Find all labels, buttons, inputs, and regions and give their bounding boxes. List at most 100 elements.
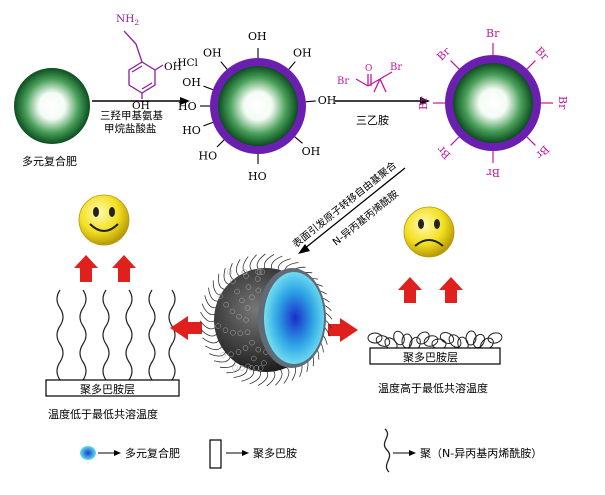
reagent-1-line-2: 甲烷盐酸盐: [104, 122, 157, 135]
texture-loop: [215, 323, 221, 329]
texture-loop: [241, 269, 247, 275]
hydroxyl-label: HO: [199, 149, 218, 162]
texture-loop: [239, 365, 245, 371]
texture-loop: [253, 365, 260, 371]
texture-loop: [249, 339, 255, 346]
hydroxyl-label: OH: [318, 94, 337, 107]
texture-loop: [232, 365, 238, 371]
hydroxyl-label: HO: [248, 170, 267, 183]
br-bond: [526, 60, 536, 70]
legend-layer-icon: [209, 439, 222, 469]
texture-loop: [239, 297, 245, 304]
surface-hair: [209, 350, 227, 357]
texture-loop: [255, 346, 262, 353]
texture-loop: [230, 329, 236, 336]
bromine-label: Br: [434, 143, 453, 162]
dopamine-oh-right: OH: [164, 61, 182, 73]
br-initiator-sphere: [445, 55, 541, 151]
release-arrows-left: [74, 255, 136, 282]
caption-above-lcst: 温度高于最低共溶温度: [378, 381, 488, 395]
nh2-label: NH2: [116, 13, 139, 27]
surface-hair: [229, 263, 236, 281]
bromine-label: Br: [486, 27, 500, 40]
surface-hair: [283, 365, 290, 384]
texture-loop: [243, 273, 249, 279]
caption-below-lcst: 温度低于最低共溶温度: [48, 407, 158, 421]
texture-loop: [228, 351, 234, 358]
pnipam-coil: [416, 331, 430, 345]
legend-polymer-label: 聚（N-异丙基丙烯酰胺）: [420, 446, 542, 460]
bromine-label: Br: [417, 96, 430, 110]
br-bond: [450, 136, 460, 146]
texture-loop: [237, 330, 244, 337]
pda-coated-sphere: [210, 58, 306, 154]
pnipam-chain: [148, 289, 156, 381]
pnipam-chain: [79, 289, 87, 381]
texture-loop: [249, 294, 255, 301]
bromine-label: Br: [533, 44, 552, 63]
texture-loop: [236, 313, 242, 320]
texture-loop: [222, 327, 229, 334]
hydroxyl-label: OH: [203, 46, 222, 59]
bromine-label: Br: [556, 96, 569, 110]
hydroxyl-label: OH: [182, 76, 201, 89]
legend-layer-label: 聚多巴胺: [253, 446, 297, 460]
br-bond: [526, 136, 536, 146]
pnipam-chain: [56, 289, 64, 381]
pnipam-coil: [375, 335, 391, 347]
reaction-arrow-2: [335, 97, 430, 105]
texture-loop: [223, 301, 229, 308]
texture-loop: [256, 269, 263, 275]
pnipam-chain: [102, 289, 110, 381]
reaction-arrow-1: [92, 97, 190, 105]
oh-bond: [288, 61, 296, 70]
oh-bond: [294, 136, 303, 144]
oh-bond: [305, 100, 316, 103]
surface-hair: [266, 369, 276, 387]
pnipam-chain: [125, 289, 133, 381]
hydroxyl-label: OH: [248, 30, 267, 43]
atrp-arrow: [298, 167, 406, 254]
reagent-1-text-b: 甲烷盐酸盐: [104, 122, 157, 135]
carbonyl-o: O: [365, 64, 372, 74]
pnipam-coil: [472, 333, 486, 349]
fertilizer-core-label: 多元复合肥: [22, 154, 77, 168]
texture-loop: [220, 352, 226, 358]
texture-loop: [234, 288, 240, 295]
surface-hair: [235, 259, 242, 278]
texture-loop: [230, 278, 236, 285]
arrow-right-icon: [328, 318, 358, 342]
surface-hair: [242, 256, 249, 275]
texture-loop: [248, 365, 254, 371]
bromine-label: Br: [486, 166, 500, 179]
sad-face-icon: [403, 206, 455, 258]
texture-loop: [242, 345, 249, 351]
atrp-label-2: N-异丙基丙烯酰胺: [330, 187, 401, 248]
oh-bond: [216, 139, 225, 148]
texture-loop: [217, 293, 224, 300]
bibb-structure: [355, 71, 393, 93]
oh-bond: [220, 61, 228, 70]
extended-pnipam-chains: [56, 289, 176, 381]
surface-hair: [213, 355, 232, 363]
pnipam-coil: [393, 330, 405, 346]
texture-loop: [243, 317, 249, 323]
pnipam-coil: [439, 332, 455, 344]
reagent-1-text-a: 三羟甲基氨基: [100, 109, 163, 122]
atrp-text-b: N-异丙基丙烯酰胺: [330, 187, 401, 248]
bibb-br-left: Br: [337, 76, 349, 87]
texture-loop: [261, 360, 267, 366]
pda-layer-right: [369, 347, 501, 365]
dopamine-structure: [123, 30, 164, 99]
pnipam-coil: [465, 330, 477, 346]
texture-loop: [235, 349, 242, 355]
texture-loop: [255, 287, 262, 294]
surface-hair: [202, 337, 221, 344]
pda-layer-left-label: 聚多巴胺层: [80, 382, 135, 396]
fertilizer-core-sphere: [14, 68, 90, 144]
surface-hair: [199, 320, 217, 330]
happy-face-icon: [78, 194, 130, 246]
pnipam-coil: [367, 332, 383, 344]
